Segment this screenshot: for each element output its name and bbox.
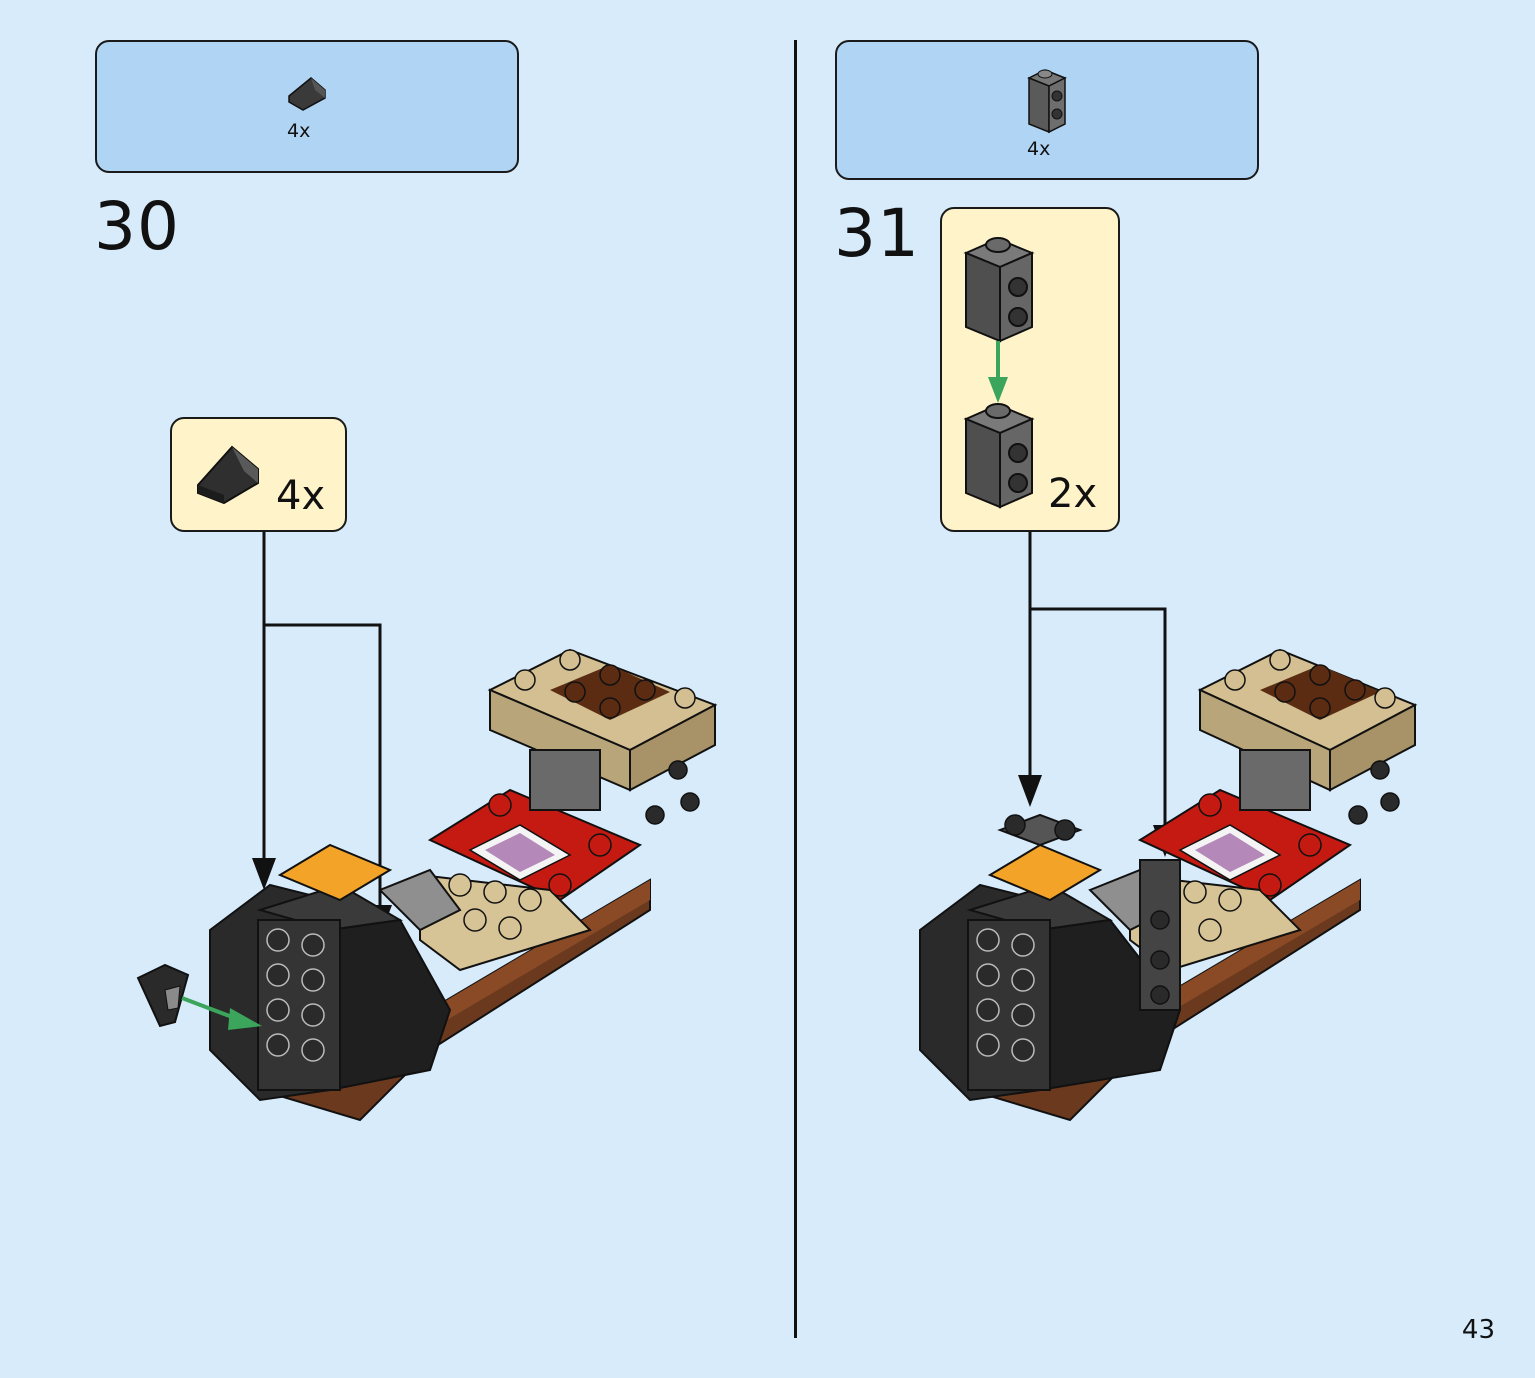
model-illustration [136,648,718,1122]
model-illustration [919,648,1418,1122]
callout-quantity: 2x [1048,471,1098,517]
step-number: 31 [834,195,920,272]
side-stud-brick-icon [1027,69,1067,134]
step-number: 30 [94,188,180,265]
parts-quantity: 4x [1027,138,1051,160]
assembly-arrow [988,341,1008,403]
parts-list-step-30: 4x [95,40,519,173]
slope-brick-icon [288,77,326,111]
parts-list-step-31: 4x [835,40,1259,180]
slope-brick-icon [197,445,259,505]
side-stud-brick-icon [963,403,1035,509]
callout-quantity: 4x [276,473,326,519]
sub-assembly-callout: 4x [170,417,347,532]
page-number: 43 [1461,1315,1495,1345]
step-divider [794,40,797,1338]
sub-assembly-callout: 2x [940,207,1120,532]
side-stud-brick-icon [963,237,1035,343]
parts-quantity: 4x [287,120,311,142]
